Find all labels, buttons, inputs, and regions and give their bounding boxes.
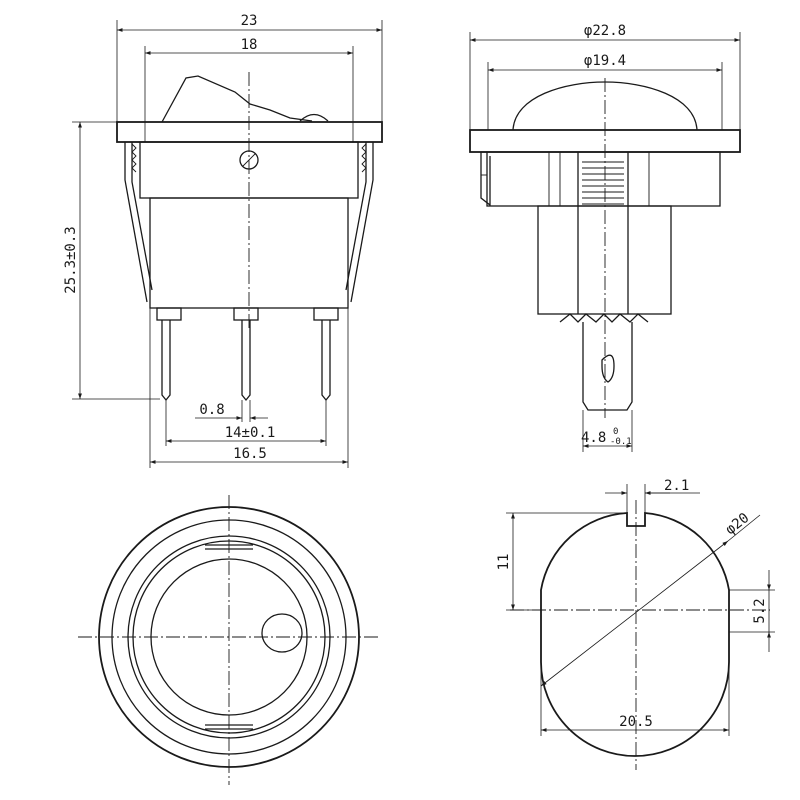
dim-notch-width: 2.1 [664,478,689,494]
front-view: 23 18 25.3±0.3 0.8 14±0.1 16.5 [63,13,383,468]
dim-flat-height: 5.2 [752,598,768,623]
dim-terminal-tol-lower: -0.1 [610,437,632,447]
side-view: φ22.8 φ19.4 4.8 0 -0.1 [469,23,741,452]
front-terminals [156,307,339,402]
dim-overall-width: 23 [241,13,258,29]
dim-height: 25.3±0.3 [63,226,79,293]
dim-terminal-width: 4.8 [581,430,606,446]
dim-pin-thickness: 0.8 [199,402,224,418]
right-spring-clip [345,142,374,303]
dim-upper-height: 11 [496,554,512,571]
dim-cap-diameter: φ19.4 [584,53,626,69]
cutout-view: φ20 2.1 11 5.2 20.5 [496,478,775,770]
dim-body-width: 18 [241,37,258,53]
top-view [78,495,380,785]
dim-flat-width: 20.5 [619,714,653,730]
dim-cutout-diameter: φ20 [723,510,753,538]
dim-pin-pitch: 14±0.1 [225,425,276,441]
dim-base-width: 16.5 [233,446,267,462]
indicator-lamp [261,613,303,653]
front-flange [116,121,383,143]
side-lower-housing [537,205,672,315]
dim-terminal-tol-upper: 0 [613,427,618,437]
rocker-actuator [161,75,313,123]
dim-flange-diameter: φ22.8 [584,23,626,39]
left-spring-clip [124,142,153,303]
side-terminal [582,322,633,411]
